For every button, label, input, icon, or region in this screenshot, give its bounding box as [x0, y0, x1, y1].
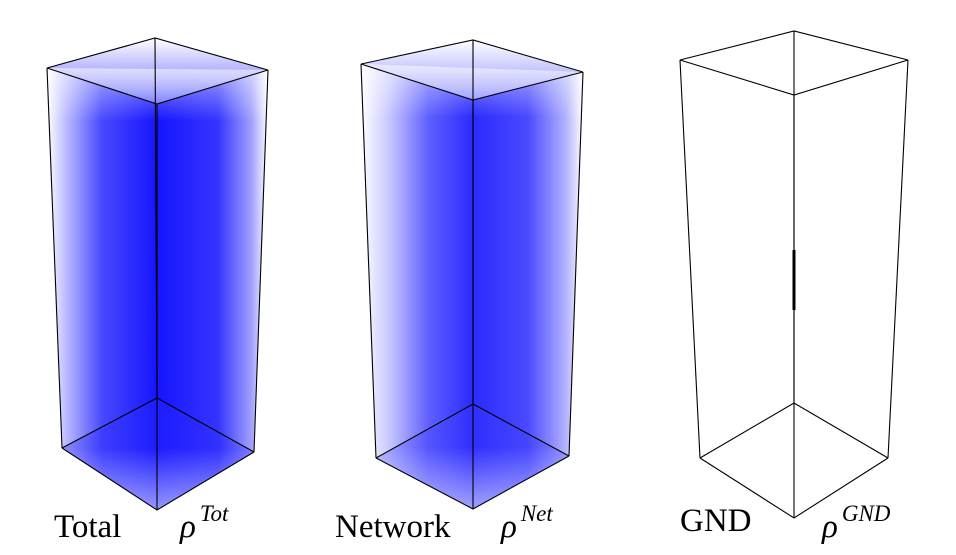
symbol-superscript-gnd: GND	[842, 501, 891, 526]
edges-total	[46, 37, 269, 511]
symbol-base-gnd: ρ	[821, 509, 838, 545]
box-network	[360, 39, 584, 510]
symbol-base-total: ρ	[179, 509, 196, 545]
edges-network	[360, 39, 584, 510]
symbol-total: ρ Tot	[179, 501, 229, 545]
symbol-network: ρ Net	[500, 501, 553, 545]
symbol-superscript-network: Net	[520, 501, 554, 526]
panel-name-total: Total	[54, 509, 121, 545]
panel-name-gnd: GND	[680, 503, 752, 539]
panel-gnd: GND ρ GND	[679, 30, 909, 545]
panel-network: Network ρ Net	[335, 39, 584, 545]
panel-name-network: Network	[335, 509, 451, 545]
box-gnd	[679, 30, 909, 519]
panel-total: Total ρ Tot	[46, 37, 269, 545]
symbol-base-network: ρ	[500, 509, 517, 545]
edges-gnd	[679, 30, 909, 519]
box-total	[46, 37, 269, 511]
symbol-gnd: ρ GND	[821, 501, 891, 545]
symbol-superscript-total: Tot	[200, 501, 229, 526]
fade-overlay-network	[361, 64, 583, 509]
